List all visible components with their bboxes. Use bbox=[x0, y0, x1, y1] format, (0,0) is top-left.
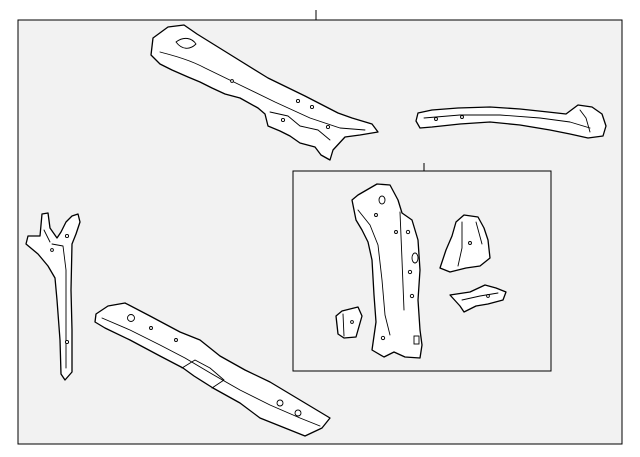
upper-tie-bar bbox=[150, 24, 379, 161]
lower-tie-bar bbox=[94, 302, 331, 437]
lower-mounting-bracket bbox=[449, 284, 507, 313]
radiator-side-support-right bbox=[351, 183, 423, 359]
small-bracket bbox=[335, 306, 363, 339]
hood-lock-support bbox=[415, 104, 607, 139]
upper-mounting-bracket bbox=[439, 214, 491, 273]
radiator-side-support-left bbox=[25, 212, 81, 381]
inset-box bbox=[292, 170, 552, 372]
